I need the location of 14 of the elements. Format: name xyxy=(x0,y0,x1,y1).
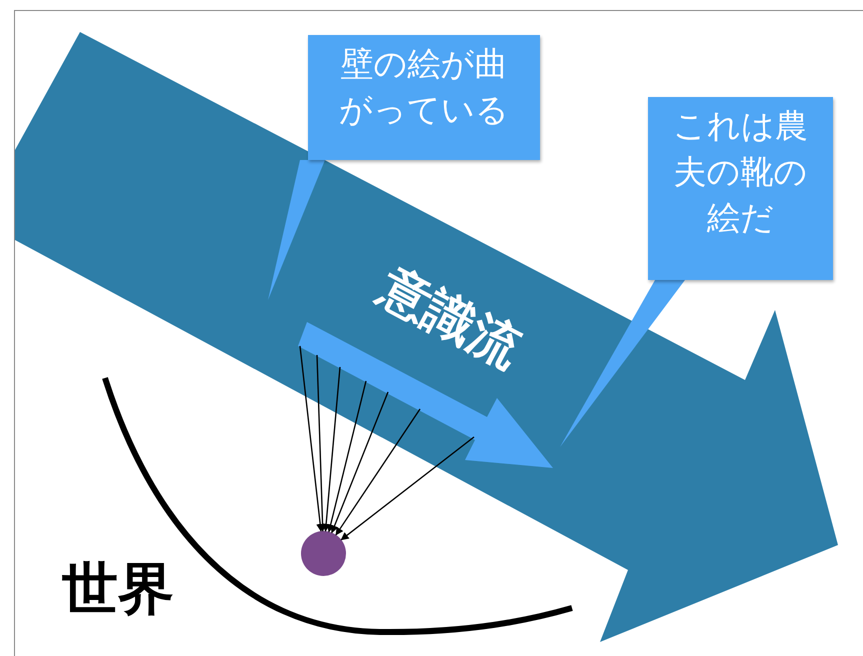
world-label: 世界 xyxy=(62,556,174,624)
speech-bubble: これは農夫の靴の絵だ xyxy=(648,97,833,280)
arrow xyxy=(316,354,327,532)
arrow xyxy=(299,346,324,532)
arrow xyxy=(335,408,421,536)
arrow-label: 意識流 xyxy=(369,256,532,380)
dot xyxy=(301,531,346,576)
arrow xyxy=(326,380,367,532)
arrow xyxy=(340,436,474,540)
callout-tail xyxy=(560,280,685,447)
callout-tail xyxy=(268,160,325,300)
arrow xyxy=(322,366,341,532)
arrow xyxy=(330,392,389,534)
speech-bubble: 壁の絵が曲がっている xyxy=(308,35,540,160)
